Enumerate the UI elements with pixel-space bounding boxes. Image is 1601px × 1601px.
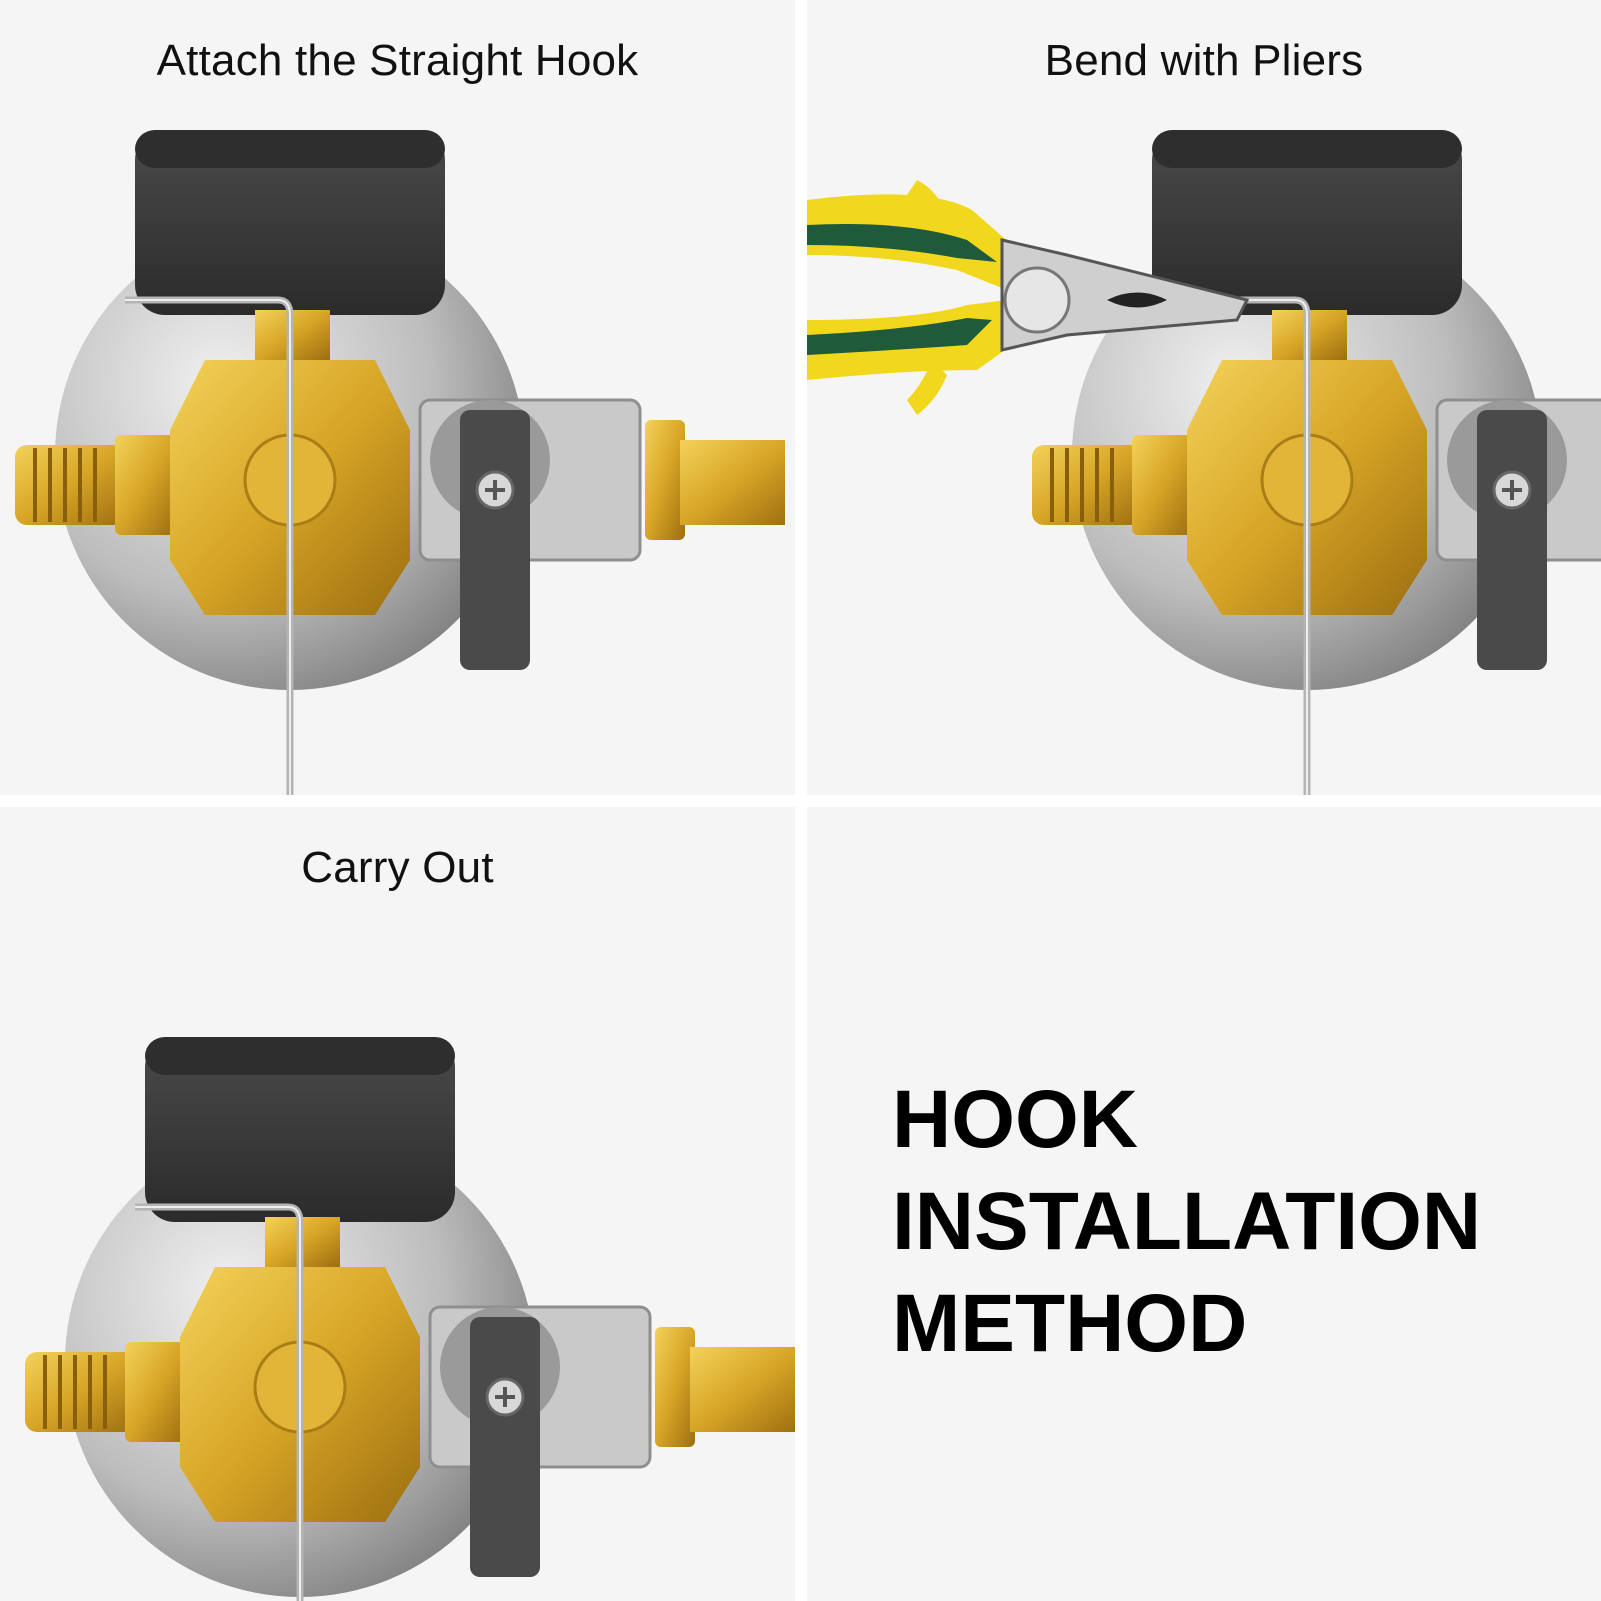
regulator-gauge-image bbox=[0, 807, 795, 1601]
step-caption: Bend with Pliers bbox=[1044, 36, 1364, 85]
step-panel-bend: Bend with Pliers bbox=[807, 0, 1601, 795]
title-line: INSTALLATION bbox=[892, 1176, 1482, 1267]
step-panel-attach: Attach the Straight Hook bbox=[0, 0, 795, 795]
regulator-gauge-image bbox=[0, 0, 785, 795]
title-line: HOOK bbox=[892, 1074, 1138, 1165]
title-line: METHOD bbox=[892, 1278, 1248, 1369]
step-panel-carry-out: Carry Out bbox=[0, 807, 795, 1601]
step-caption: Carry Out bbox=[301, 843, 494, 892]
hook-installation-title: HOOK INSTALLATION METHOD bbox=[892, 1069, 1481, 1375]
step-caption: Attach the Straight Hook bbox=[156, 36, 639, 85]
title-panel: HOOK INSTALLATION METHOD bbox=[807, 807, 1601, 1601]
pliers-icon bbox=[807, 180, 1250, 415]
